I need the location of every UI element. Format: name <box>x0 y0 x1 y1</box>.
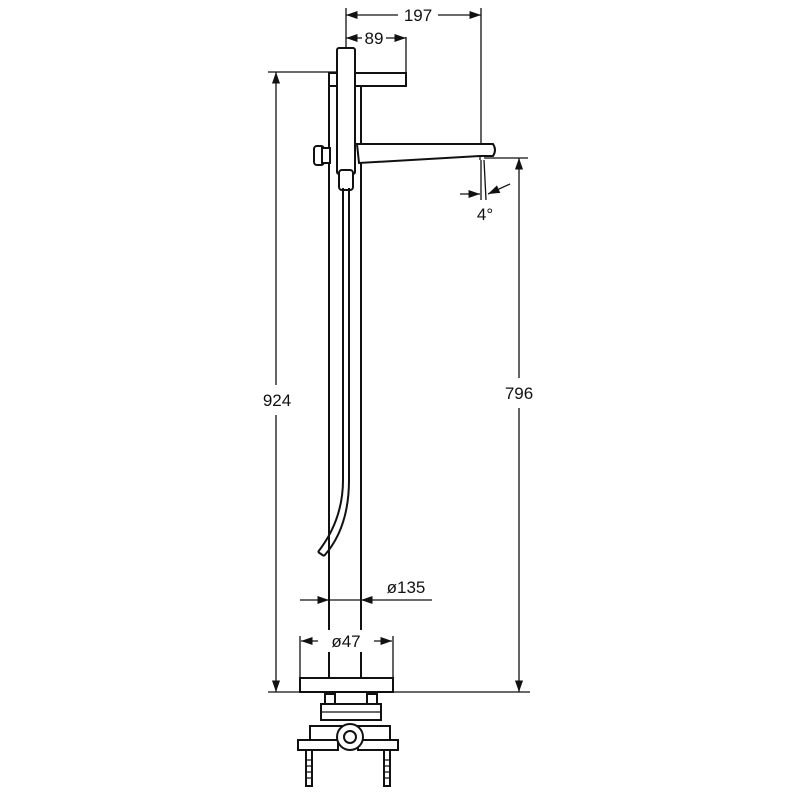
dimension-label-89: 89 <box>365 29 384 48</box>
dimension-label-angle: 4° <box>477 205 493 224</box>
dimension-column-diameter: ø47 <box>299 630 394 678</box>
dimension-handle-offset: 89 <box>346 29 407 86</box>
dimension-label-197: 197 <box>404 6 432 25</box>
dimension-base-diameter: ø135 <box>300 578 432 605</box>
dimension-spout-angle: 4° <box>460 159 511 224</box>
dimension-spout-reach: 197 <box>345 6 482 144</box>
base-plate <box>299 677 394 693</box>
hand-shower-connector <box>338 169 354 191</box>
dimension-spout-height: 796 <box>484 157 533 692</box>
dimension-label-924: 924 <box>263 391 291 410</box>
dimension-label-796: 796 <box>505 384 533 403</box>
installation-kit <box>297 693 399 787</box>
mixer-column <box>328 72 362 678</box>
spout <box>355 143 496 165</box>
diverter-knob <box>313 145 331 166</box>
dimension-label-47: ø47 <box>331 632 360 651</box>
hand-shower <box>336 47 356 175</box>
shower-hose <box>317 188 344 553</box>
dimension-total-height: 924 <box>263 71 337 692</box>
dimension-label-135: ø135 <box>387 578 426 597</box>
